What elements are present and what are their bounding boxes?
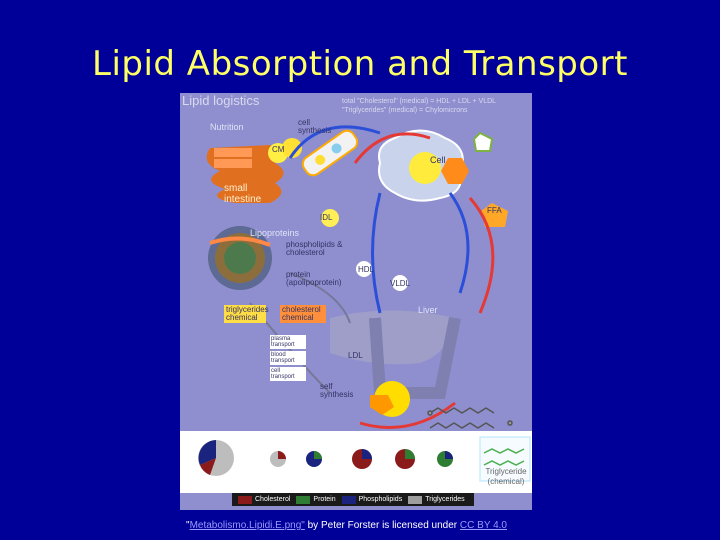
swatch-cholesterol — [238, 495, 252, 504]
label-protein-apolipoprotein: protein (apolipoprotein) — [286, 270, 342, 287]
figure-header: Lipid logistics — [182, 93, 260, 108]
label-small-intestine: small intestine — [224, 183, 262, 205]
license-link[interactable]: CC BY 4.0 — [459, 520, 507, 531]
legend-label: Protein — [313, 496, 336, 503]
label-triglycerides-chemical: triglycerides chemical — [226, 305, 269, 322]
intestine-shape — [206, 145, 284, 203]
label-ffa: FFA — [487, 206, 502, 215]
bottom-pie-row — [198, 436, 531, 482]
formula-triglycerides: "Triglycerides" (medical) = Chylomicrons — [342, 107, 468, 114]
figure-legend: Cholesterol Protein Phospholipids Trigly… — [232, 493, 474, 506]
label-idl: IDL — [320, 213, 333, 222]
legend-item-cholesterol: Cholesterol — [238, 495, 291, 504]
legend-label: Cholesterol — [255, 496, 291, 503]
label-phospholipids-cholesterol: phospholipids & cholesterol — [286, 240, 343, 257]
label-cm: CM — [272, 145, 285, 154]
label-ldl: LDL — [348, 351, 363, 360]
figure-illustration — [180, 93, 532, 510]
label-cell-synthesis: cell synthesis — [298, 118, 332, 135]
legend-item-phospholipids: Phospholipids — [341, 495, 403, 504]
source-image-link[interactable]: Metabolismo.Lipidi.E.png" — [189, 520, 305, 531]
slide-title: Lipid Absorption and Transport — [92, 44, 628, 84]
label-blood-transport: blood transport — [271, 352, 295, 364]
label-lipoproteins: Lipoproteins — [250, 228, 300, 238]
attribution-text: by Peter Forster is licensed under — [304, 520, 460, 531]
label-liver: Liver — [418, 305, 438, 315]
liver-shape — [330, 310, 461, 417]
label-cell-transport: cell transport — [271, 368, 295, 380]
lipoprotein-ball — [208, 226, 272, 290]
legend-item-protein: Protein — [296, 495, 336, 504]
swatch-triglycerides — [408, 495, 423, 504]
cell-shape — [378, 129, 469, 202]
label-vldl: VLDL — [390, 279, 411, 288]
lipid-logistics-figure: Lipid logistics total "Cholesterol" (med… — [180, 93, 532, 510]
swatch-phospholipids — [341, 495, 356, 504]
legend-label: Phospholipids — [358, 496, 403, 503]
attribution-line: "Metabolismo.Lipidi.E.png" by Peter Fors… — [186, 520, 507, 531]
formula-cholesterol: total "Cholesterol" (medical) = HDL + LD… — [342, 98, 497, 105]
legend-item-triglycerides: Triglycerides — [408, 495, 465, 504]
label-cell: Cell — [430, 155, 446, 165]
swatch-protein — [296, 495, 311, 504]
figure-formula: total "Cholesterol" (medical) = HDL + LD… — [342, 97, 532, 115]
legend-label: Triglycerides — [425, 496, 465, 503]
label-self-synthesis: self synthesis — [320, 382, 354, 399]
label-hdl: HDL — [358, 265, 375, 274]
attribution-quote: " — [186, 520, 190, 531]
label-triglyceride-chemical: Triglyceride (chemical) — [485, 467, 527, 486]
label-cholesterol-chemical: cholesterol chemical — [282, 305, 321, 322]
label-plasma-transport: plasma transport — [271, 336, 295, 348]
label-nutrition: Nutrition — [210, 122, 244, 132]
